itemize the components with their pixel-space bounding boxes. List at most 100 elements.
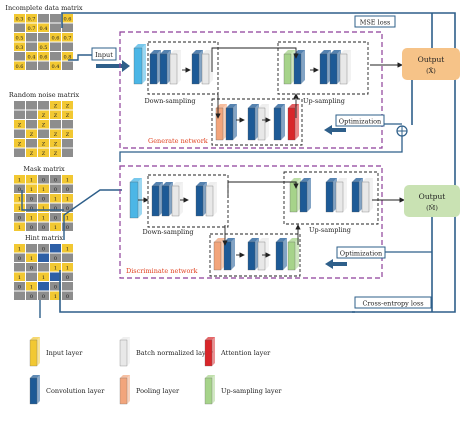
matrix-cell	[50, 52, 61, 61]
matrix-cell-value: 0.6	[40, 55, 48, 61]
batchnorm-layer	[171, 182, 183, 217]
matrix-cell-value: 0.6	[64, 17, 72, 23]
legend-label: Pooling layer	[136, 387, 180, 395]
optimization-arrow-bottom	[325, 259, 347, 269]
matrix-cell	[14, 120, 25, 129]
input-box	[91, 47, 117, 61]
matrix-cell	[38, 253, 49, 262]
output-box-discriminate	[404, 185, 460, 217]
matrix-cell	[62, 282, 73, 291]
matrix-cell-value: 1	[66, 247, 69, 253]
discriminate-upsampling-label: Up-sampling	[309, 226, 351, 234]
matrix-cell-value: 1	[30, 256, 33, 262]
matrix-cell	[26, 110, 37, 119]
matrix-cell	[50, 110, 61, 119]
optimization-box-top	[335, 114, 385, 127]
matrix-cell-value: Z	[54, 113, 58, 119]
matrix-cell	[62, 148, 73, 157]
legend-item: Attention layer	[204, 337, 271, 367]
matrix-cell-value: 0	[18, 256, 21, 262]
matrix-cell	[50, 175, 61, 184]
output-symbol-discriminate: (M̂)	[426, 204, 438, 212]
conv-layer	[351, 178, 363, 213]
matrix-cell	[14, 148, 25, 157]
matrix-cell	[38, 61, 49, 70]
matrix-cell	[14, 33, 25, 42]
matrix-cell	[26, 291, 37, 300]
legend-swatch	[29, 339, 38, 367]
matrix-cell-value: 0.5	[40, 45, 48, 51]
generate-network-box	[119, 31, 383, 149]
matrix-cell	[14, 291, 25, 300]
matrix-cell-value: 0	[54, 256, 57, 262]
matrix-cell-value: 0	[30, 294, 33, 300]
matrix-cell	[62, 253, 73, 262]
matrix-cell	[50, 120, 61, 129]
matrix-cell-value: 0	[18, 285, 21, 291]
matrix-cell-value: 0.4	[28, 55, 36, 61]
matrix-cell	[26, 263, 37, 272]
matrix-cell	[26, 244, 37, 253]
batchnorm-layer	[339, 50, 351, 85]
matrix-cell	[62, 52, 73, 61]
matrix-cell-value: 1	[42, 187, 45, 193]
legend-label: Attention layer	[220, 349, 271, 357]
matrix-cell-value: Z	[18, 123, 22, 129]
conv-layer	[273, 104, 285, 141]
matrix-cell	[50, 222, 61, 231]
matrix-cell-value: Z	[42, 123, 46, 129]
matrix-cell	[38, 244, 49, 253]
matrix-cell-value: 0	[54, 285, 57, 291]
matrix-cell-value: 1	[54, 225, 57, 231]
matrix-cell	[38, 175, 49, 184]
matrix-cell-value: 1	[18, 178, 21, 184]
matrix-cell	[26, 194, 37, 203]
generate-input-layer	[133, 44, 146, 85]
legend-swatch	[29, 377, 38, 405]
matrix-cell-value: 0	[42, 178, 45, 184]
matrix-cell-value: 0	[66, 206, 69, 212]
matrix-cell	[62, 272, 73, 281]
matrix-cell-value: 0	[30, 225, 33, 231]
matrix-cell	[50, 23, 61, 32]
generate-downsampling-label: Down-sampling	[144, 97, 195, 105]
discriminate-downsampling-label: Down-sampling	[142, 228, 193, 236]
upsampling-layer	[287, 238, 299, 271]
matrix-cell-value: 1	[18, 197, 21, 203]
matrix-cell-value: 0	[42, 247, 45, 253]
matrix-cell	[38, 23, 49, 32]
conv-layer	[275, 238, 287, 271]
hint-matrix-title: Hint matrix	[25, 234, 63, 242]
matrix-cell	[26, 148, 37, 157]
matrix-cell	[14, 52, 25, 61]
optimization-label-top: Optimization	[339, 118, 382, 126]
matrix-cell	[38, 203, 49, 212]
matrix-cell	[38, 184, 49, 193]
matrix-cell-value: Z	[54, 132, 58, 138]
matrix-cell-value: 0.3	[16, 45, 24, 51]
attention-layer	[287, 104, 299, 141]
matrix-cell	[26, 203, 37, 212]
matrix-cell-value: 0	[42, 225, 45, 231]
matrix-cell	[26, 61, 37, 70]
matrix-cell-value: 1	[54, 266, 57, 272]
matrix-cell-value: Z	[18, 142, 22, 148]
matrix-cell	[26, 272, 37, 281]
matrix-cell	[62, 110, 73, 119]
matrix-cell-value: 1	[66, 178, 69, 184]
matrix-cell-value: 1	[30, 187, 33, 193]
discriminate-network-label: Discriminate network	[126, 267, 198, 275]
legend-item: Input layer	[29, 337, 83, 367]
matrix-cell	[14, 61, 25, 70]
matrix-connectors	[21, 54, 122, 318]
matrix-cell	[62, 61, 73, 70]
matrix-cell	[14, 244, 25, 253]
matrix-cell-value: 0.8	[64, 55, 72, 61]
output-label-discriminate: Output	[419, 192, 446, 201]
conv-layer	[191, 50, 203, 85]
matrix-cell-value: Z	[30, 151, 34, 157]
matrix-cell	[62, 184, 73, 193]
